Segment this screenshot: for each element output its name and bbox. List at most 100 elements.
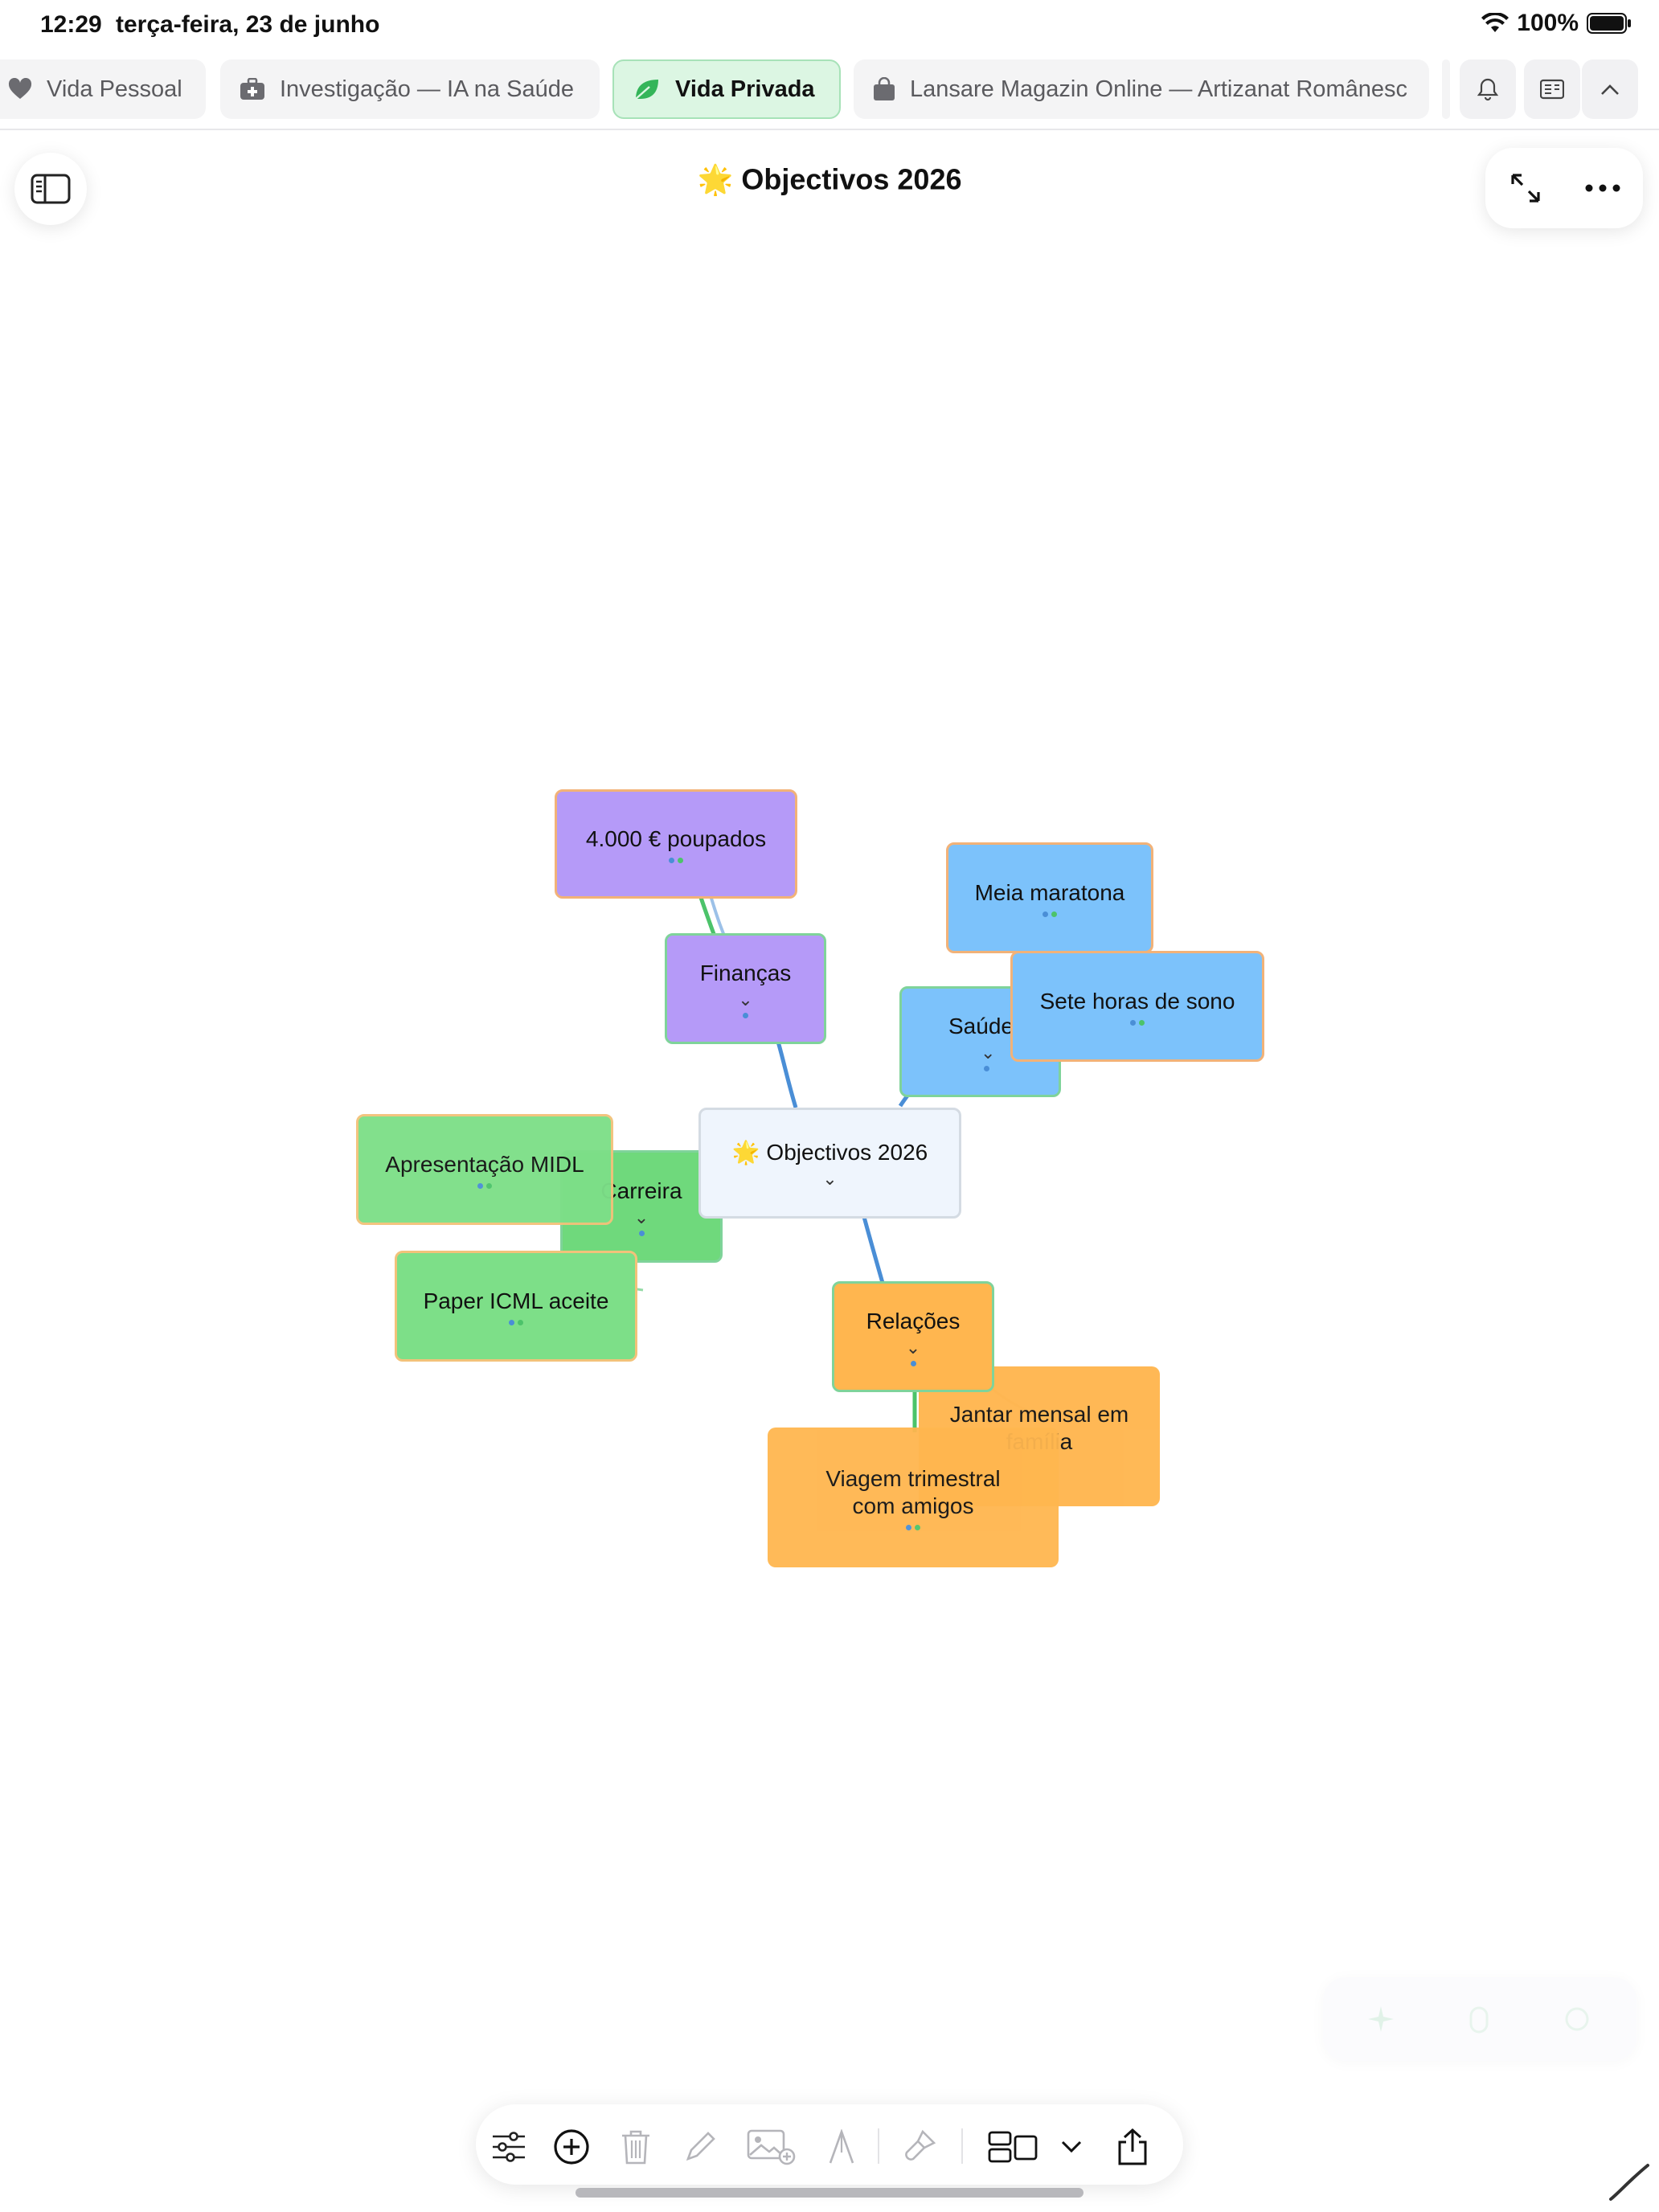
node-handle[interactable]	[1043, 911, 1057, 917]
tab-overflow[interactable]	[1442, 59, 1450, 119]
medical-bag-icon	[240, 78, 264, 100]
tab-label: Vida Pessoal	[47, 76, 182, 102]
hand-icon	[1469, 2006, 1489, 2034]
node-handle[interactable]	[638, 1230, 645, 1236]
bottom-toolbar	[476, 2104, 1183, 2185]
node-label: Viagem trimestral com amigos	[825, 1465, 1001, 1518]
font-icon	[829, 2129, 854, 2164]
node-label: Apresentação MIDL	[385, 1151, 584, 1177]
node-icml-paper[interactable]: Paper ICML aceite	[395, 1251, 637, 1362]
pencil-icon	[686, 2132, 715, 2161]
shopping-bag-icon	[874, 77, 895, 100]
sliders-icon	[493, 2132, 525, 2162]
insert-image-button[interactable]	[746, 2127, 797, 2167]
leaf-icon	[635, 80, 658, 100]
collapse-tabs-button[interactable]	[1582, 59, 1638, 119]
node-label: 🌟 Objectivos 2026	[723, 1139, 937, 1166]
collapse-chevron-icon[interactable]: ⌄	[633, 1206, 649, 1227]
layout-button[interactable]	[987, 2127, 1038, 2167]
center-title: Objectivos 2026	[766, 1140, 928, 1165]
page-title: 🌟 Objectivos 2026	[0, 161, 1659, 196]
toolbar-separator	[961, 2128, 963, 2164]
more-icon	[1585, 184, 1620, 192]
faint-floating-panel	[1323, 1977, 1636, 2061]
delete-button[interactable]	[616, 2127, 656, 2167]
heart-icon	[8, 78, 32, 99]
more-button[interactable]	[1579, 166, 1627, 211]
node-label: 4.000 € poupados	[585, 825, 767, 851]
collapse-chevron-icon[interactable]: ⌄	[981, 1042, 996, 1063]
tab-label: Lansare Magazin Online — Artizanat Român…	[910, 76, 1407, 102]
node-label: Paper ICML aceite	[423, 1288, 609, 1313]
expand-icon	[1511, 174, 1540, 203]
title-text: Objectivos 2026	[741, 162, 962, 196]
sidebar-icon	[31, 174, 71, 204]
node-handle[interactable]	[906, 1524, 920, 1530]
node-label: Carreira	[600, 1178, 682, 1203]
layout-options-button[interactable]	[1051, 2127, 1092, 2167]
node-sleep[interactable]: Sete horas de sono	[1010, 951, 1264, 1062]
node-handle[interactable]	[669, 857, 683, 863]
tab-investigacao[interactable]: Investigação — IA na Saúde	[220, 59, 600, 119]
node-handle[interactable]	[910, 1360, 916, 1366]
sparkle-icon	[1368, 2006, 1394, 2032]
collapse-chevron-icon[interactable]: ⌄	[905, 1337, 921, 1358]
wifi-icon	[1481, 13, 1509, 32]
node-label: Meia maratona	[974, 879, 1125, 905]
battery-icon	[1587, 13, 1631, 34]
pencil-hover-icon	[1609, 2164, 1649, 2201]
node-handle[interactable]	[1130, 1019, 1145, 1026]
center-emoji: 🌟	[731, 1140, 760, 1165]
bell-icon	[1477, 78, 1498, 101]
node-relacoes[interactable]: Relações ⌄	[832, 1281, 994, 1392]
node-handle[interactable]	[509, 1319, 523, 1325]
sidebar-toggle-button[interactable]	[14, 153, 87, 225]
chevron-down-icon	[1061, 2140, 1082, 2153]
node-label: Sete horas de sono	[1039, 988, 1235, 1014]
brush-icon	[905, 2129, 936, 2161]
image-add-icon	[747, 2129, 796, 2165]
tab-vida-privada[interactable]: Vida Privada	[612, 59, 841, 119]
node-handle[interactable]	[743, 1012, 748, 1018]
fullscreen-button[interactable]	[1503, 166, 1548, 211]
node-finance-savings[interactable]: 4.000 € poupados	[555, 789, 797, 899]
add-circle-icon	[554, 2129, 589, 2165]
status-date: terça-feira, 23 de junho	[116, 11, 380, 38]
status-time: 12:29	[40, 11, 102, 38]
text-style-button[interactable]	[821, 2127, 862, 2167]
reader-icon	[1540, 79, 1564, 100]
tab-bar-divider	[0, 129, 1659, 130]
format-settings-button[interactable]	[489, 2127, 529, 2167]
format-painter-button[interactable]	[899, 2127, 939, 2167]
node-handle[interactable]	[984, 1065, 989, 1071]
node-center-objectivos[interactable]: 🌟 Objectivos 2026 ⌄	[698, 1108, 961, 1219]
node-half-marathon[interactable]: Meia maratona	[946, 842, 1153, 953]
tab-vida-pessoal[interactable]: Vida Pessoal	[0, 59, 206, 119]
layout-icon	[988, 2131, 1038, 2163]
node-financas[interactable]: Finanças ⌄	[665, 933, 826, 1044]
title-emoji: 🌟	[697, 162, 734, 196]
node-friends-trip[interactable]: Viagem trimestral com amigos	[768, 1428, 1059, 1567]
trash-icon	[622, 2130, 649, 2165]
tab-label: Vida Privada	[675, 76, 815, 102]
node-label: Finanças	[699, 960, 792, 985]
edit-button[interactable]	[680, 2127, 720, 2167]
notifications-button[interactable]	[1460, 59, 1516, 119]
reader-button[interactable]	[1524, 59, 1580, 119]
node-handle[interactable]	[477, 1182, 492, 1189]
status-bar: 12:29 terça-feira, 23 de junho 100%	[0, 0, 1659, 51]
collapse-chevron-icon[interactable]: ⌄	[822, 1169, 838, 1189]
tab-lansare-magazin[interactable]: Lansare Magazin Online — Artizanat Român…	[854, 59, 1429, 119]
collapse-chevron-icon[interactable]: ⌄	[738, 989, 753, 1010]
home-indicator	[576, 2188, 1083, 2198]
tab-bar: Vida Pessoal Investigação — IA na Saúde …	[0, 59, 1659, 121]
tab-label: Investigação — IA na Saúde	[280, 76, 574, 102]
share-button[interactable]	[1112, 2127, 1153, 2167]
chevron-up-icon	[1601, 84, 1619, 95]
refresh-icon	[1565, 2007, 1589, 2031]
add-node-button[interactable]	[551, 2127, 592, 2167]
node-midl-presentation[interactable]: Apresentação MIDL	[356, 1114, 613, 1225]
toolbar-separator	[878, 2128, 879, 2164]
